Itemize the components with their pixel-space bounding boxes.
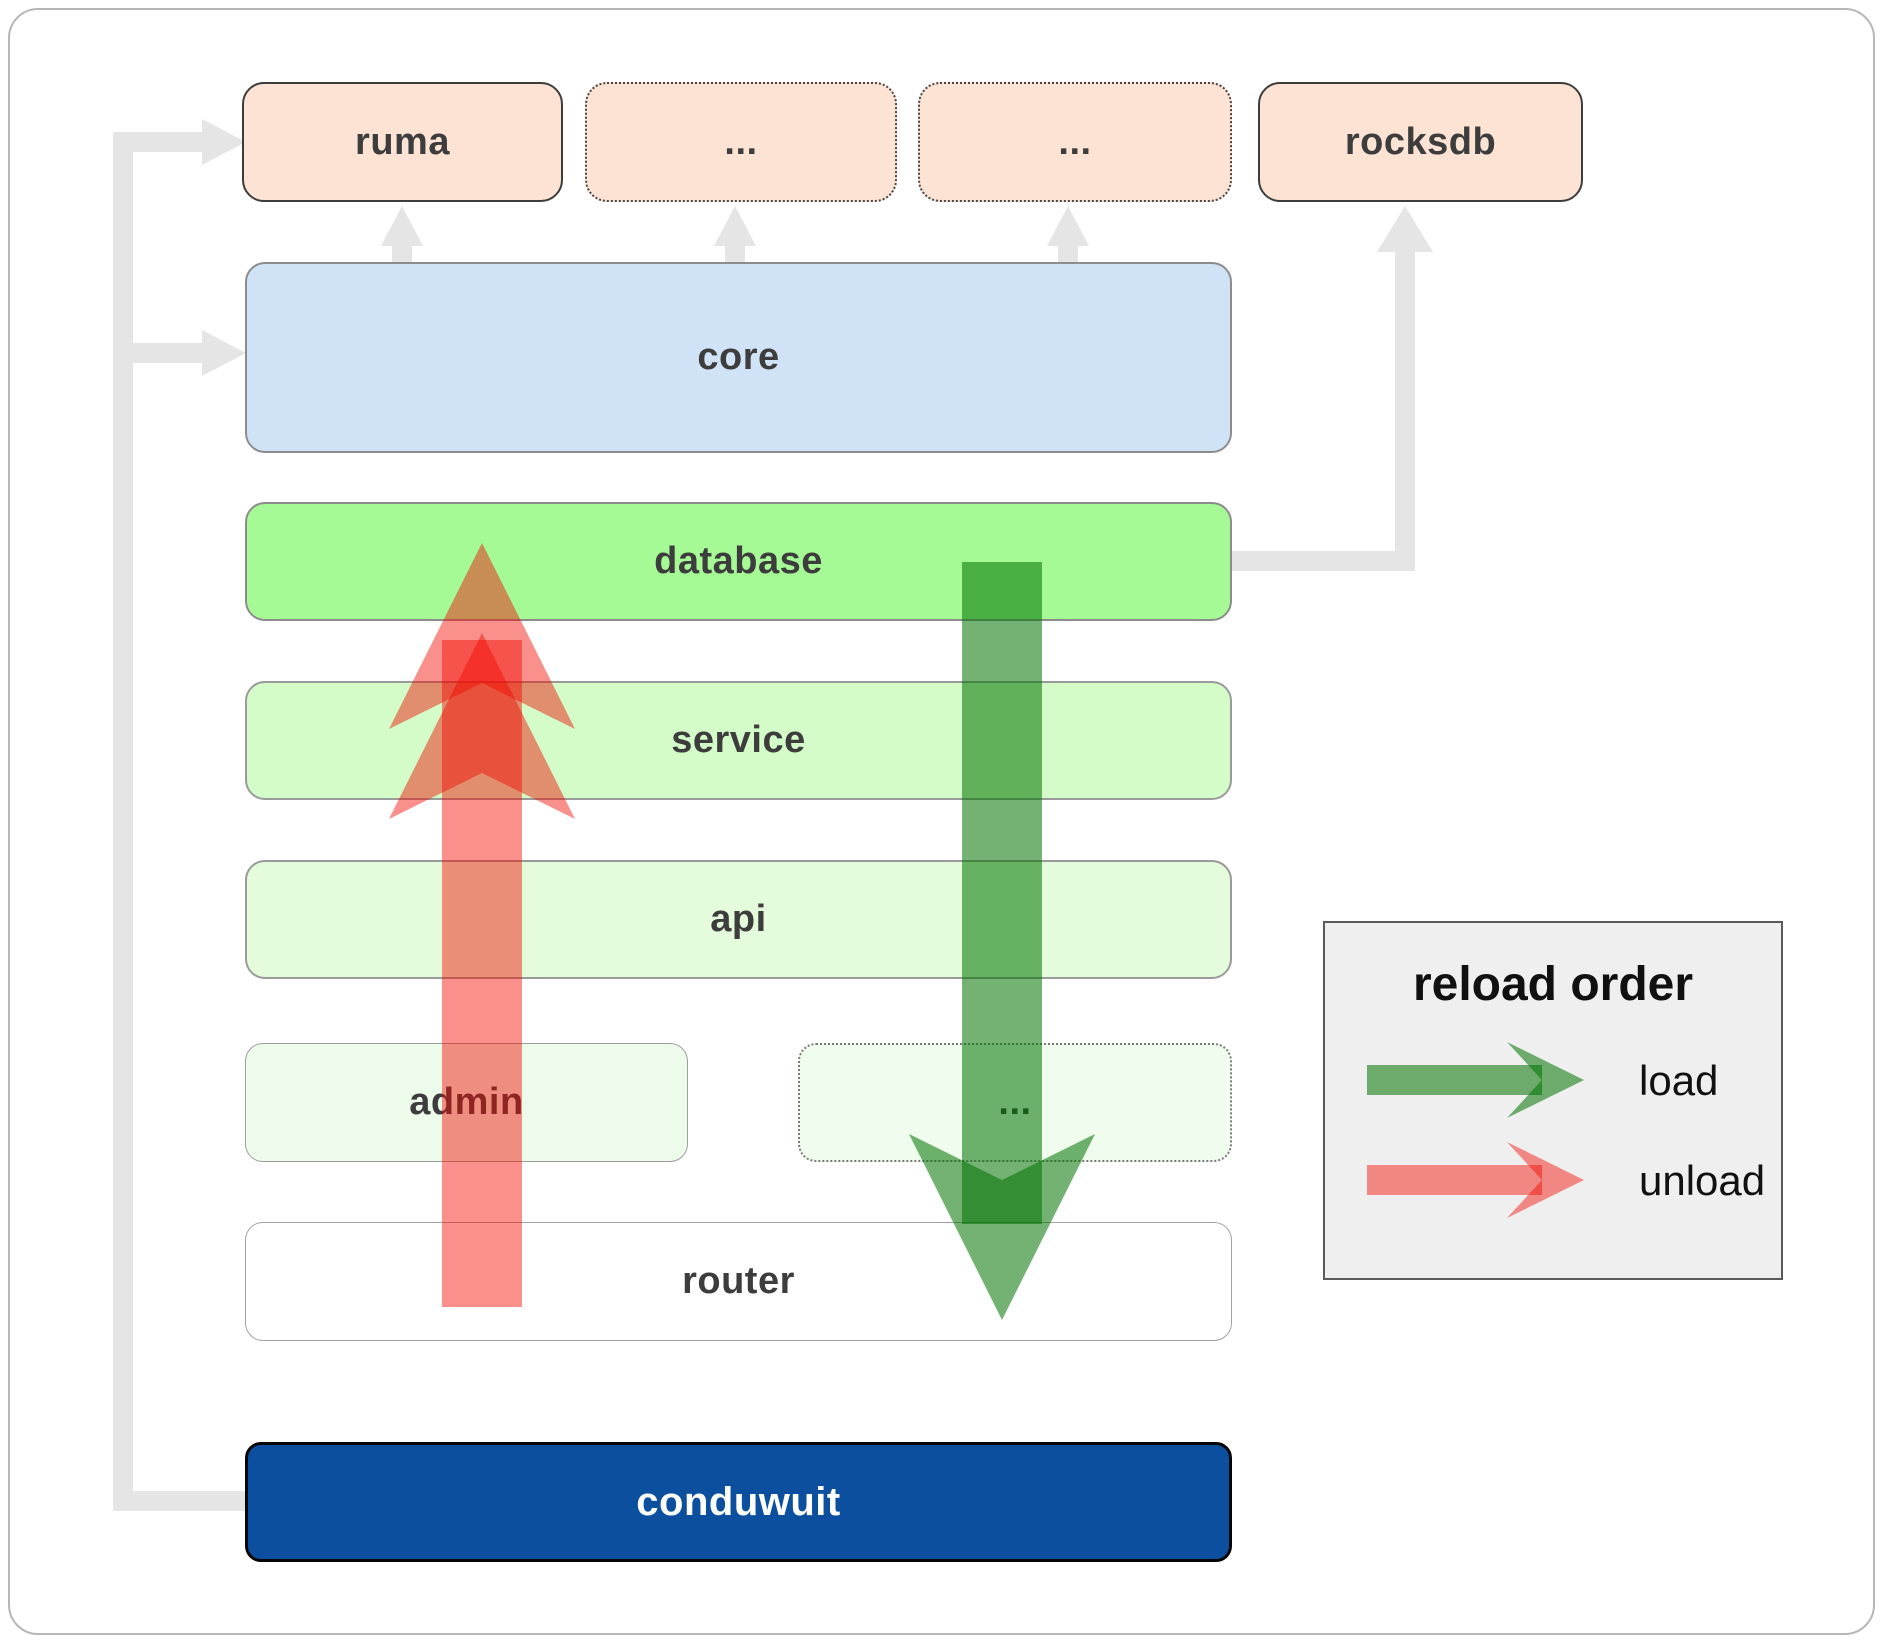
node-database-label: database (654, 540, 823, 582)
node-router: router (245, 1222, 1232, 1341)
node-core-label: core (697, 336, 780, 378)
legend-load-label: load (1639, 1057, 1719, 1104)
node-router-label: router (682, 1260, 795, 1302)
node-api-label: api (710, 898, 767, 940)
node-ellipsis-1-label: ... (724, 120, 758, 163)
node-ellipsis-2-label: ... (1058, 120, 1092, 163)
legend-item-load: load (1365, 1039, 1765, 1123)
node-ellipsis-3: ... (798, 1043, 1232, 1162)
node-rocksdb-label: rocksdb (1344, 120, 1497, 163)
unload-arrow-icon (1367, 1142, 1584, 1218)
legend-unload-label: unload (1639, 1157, 1766, 1204)
diagram-frame (8, 8, 1875, 1635)
node-ruma: ruma (242, 82, 563, 202)
node-ruma-label: ruma (355, 120, 450, 163)
legend-title: reload order (1412, 958, 1694, 1011)
node-conduwuit-label: conduwuit (636, 1479, 841, 1524)
node-admin: admin (245, 1043, 688, 1162)
node-ellipsis-3-label: ... (998, 1081, 1032, 1123)
node-service: service (245, 681, 1232, 800)
node-database: database (245, 502, 1232, 621)
node-admin-label: admin (409, 1081, 524, 1123)
node-api: api (245, 860, 1232, 979)
node-rocksdb: rocksdb (1258, 82, 1583, 202)
node-service-label: service (671, 719, 806, 761)
node-ellipsis-1: ... (585, 82, 897, 202)
node-core: core (245, 262, 1232, 453)
node-conduwuit: conduwuit (245, 1442, 1232, 1562)
node-ellipsis-2: ... (918, 82, 1232, 202)
load-arrow-icon (1367, 1042, 1584, 1118)
legend-item-unload: unload (1365, 1139, 1765, 1223)
legend: reload order load unload (1323, 921, 1783, 1280)
